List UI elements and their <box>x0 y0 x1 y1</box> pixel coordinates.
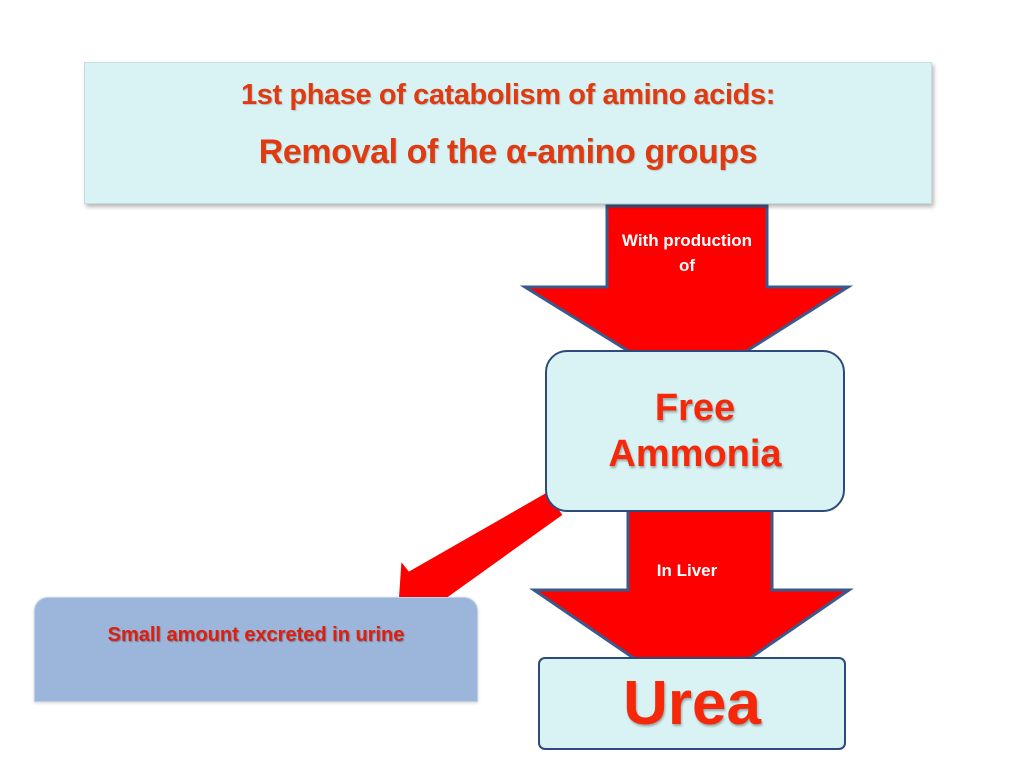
urine-label: Small amount excreted in urine <box>107 624 405 646</box>
urine-node: Small amount excreted in urine <box>34 597 478 702</box>
urea-label: Urea <box>623 669 761 738</box>
urea-node: Urea <box>538 657 846 750</box>
free-ammonia-node: Free Ammonia <box>545 350 845 512</box>
title-line-1: 1st phase of catabolism of amino acids: <box>241 79 775 111</box>
production-label: With production of <box>621 231 753 275</box>
title-line-2: Removal of the α-amino groups <box>258 133 758 171</box>
free-ammonia-label: Free Ammonia <box>608 387 782 475</box>
liver-label: In Liver <box>656 561 718 580</box>
down-arrow-liver <box>529 508 854 700</box>
title-box: 1st phase of catabolism of amino acids: … <box>84 62 932 204</box>
down-arrow-production <box>519 204 854 390</box>
